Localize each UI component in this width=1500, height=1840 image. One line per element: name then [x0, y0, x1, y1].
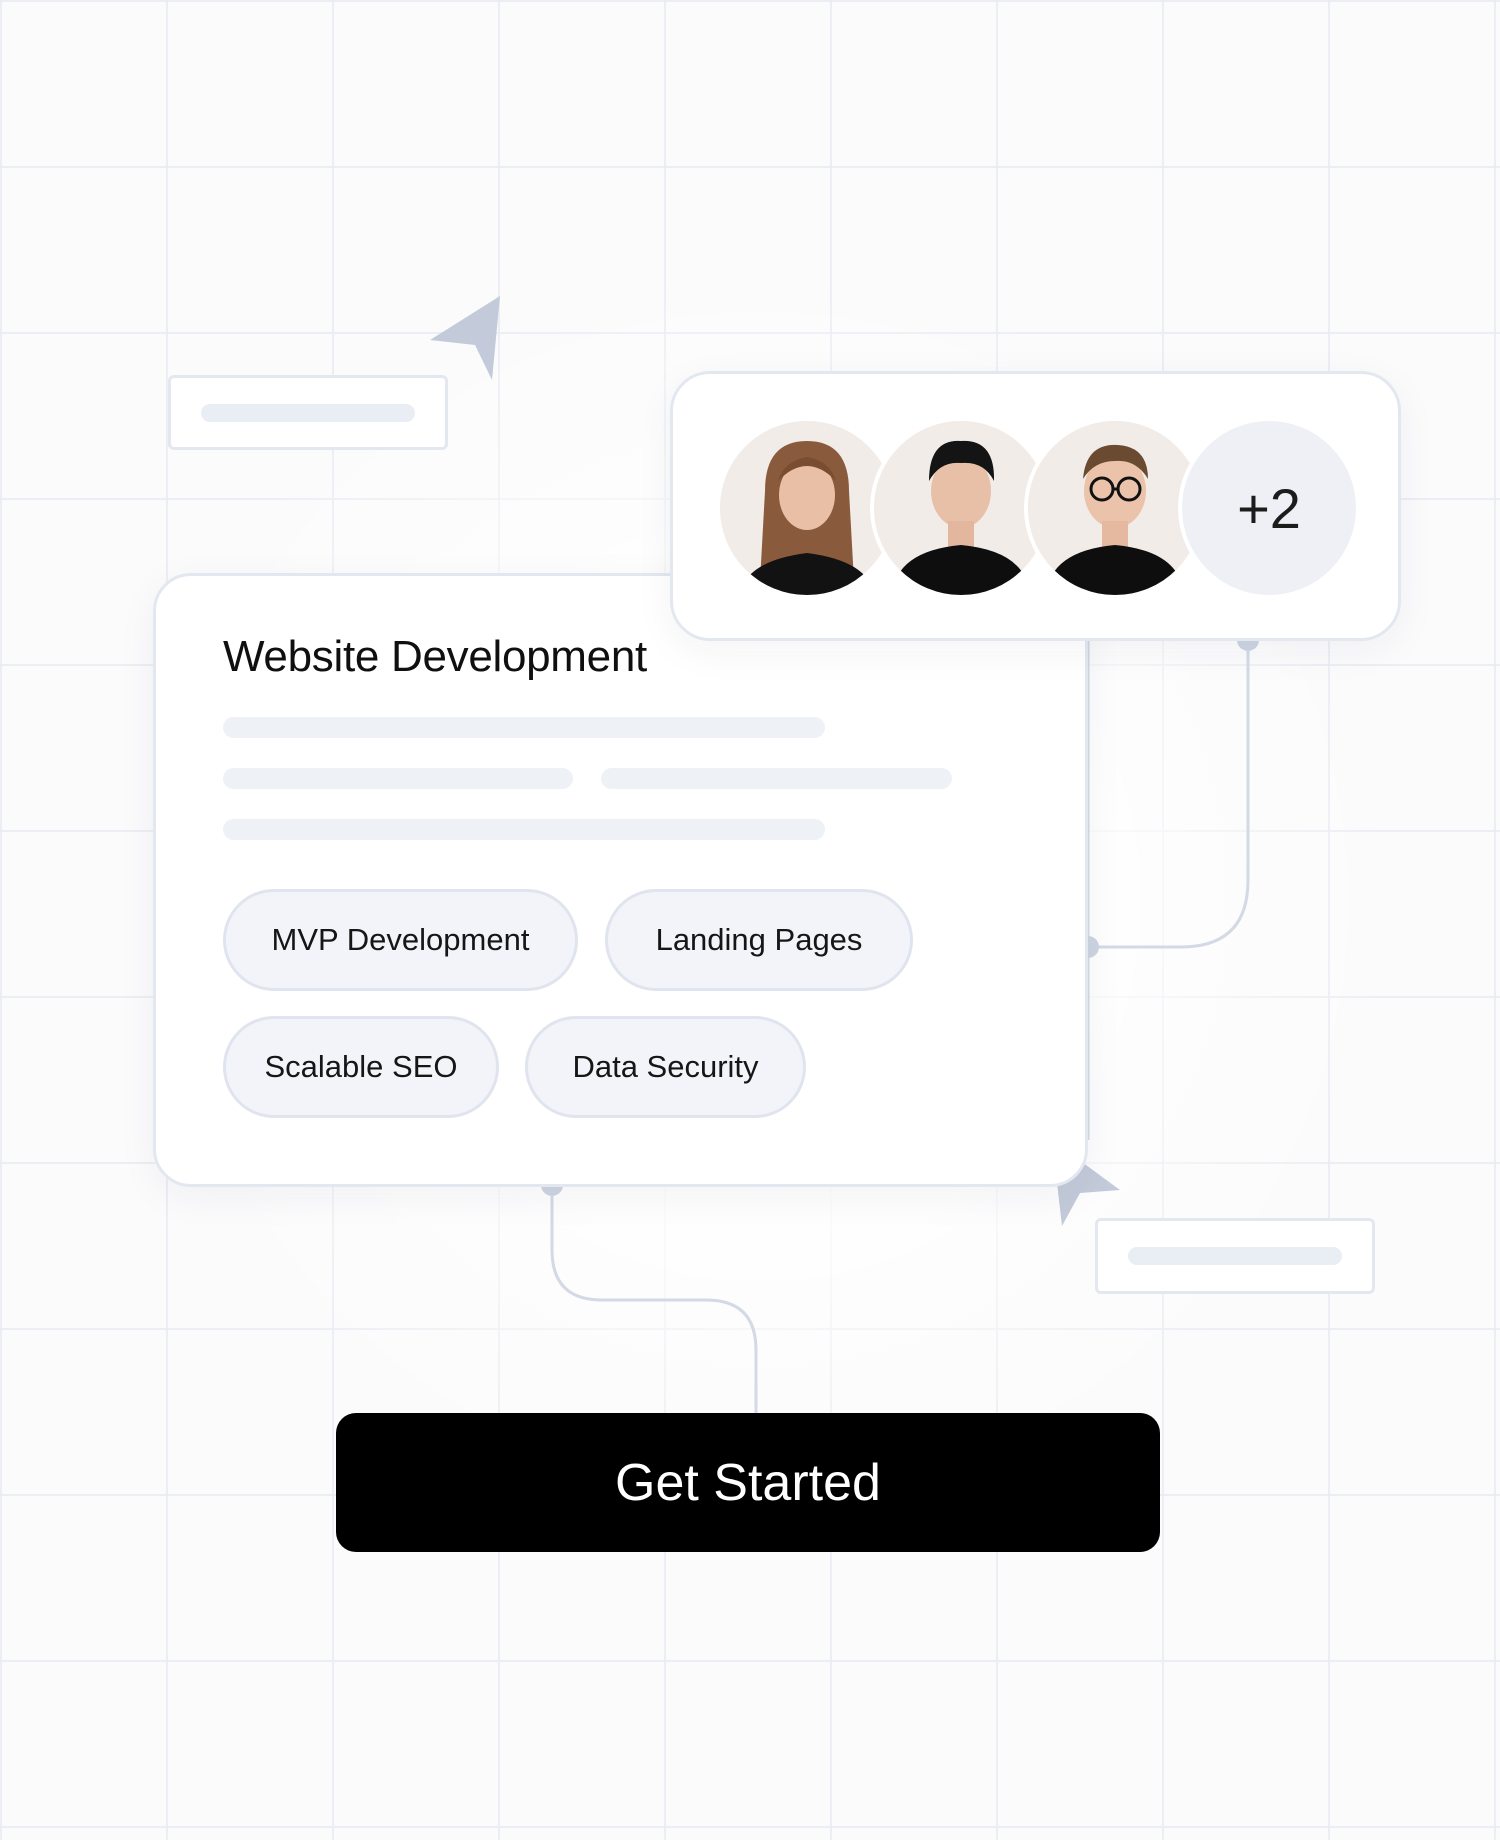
text-skeleton-line: [223, 819, 825, 840]
avatar-woman-long-hair: [720, 421, 894, 595]
tag-scalable-seo[interactable]: Scalable SEO: [223, 1016, 499, 1118]
connector-team-to-card: [1088, 640, 1250, 949]
tag-data-security[interactable]: Data Security: [525, 1016, 806, 1118]
text-skeleton-line: [601, 768, 952, 789]
get-started-button[interactable]: Get Started: [336, 1413, 1160, 1552]
project-card: Website Development MVP Development Land…: [153, 573, 1088, 1187]
avatar-man-glasses: [1028, 421, 1202, 595]
avatar-man-dark-hair: [874, 421, 1048, 595]
team-card: +2: [670, 371, 1401, 641]
tag-landing-pages[interactable]: Landing Pages: [605, 889, 913, 991]
placeholder-bar: [201, 403, 415, 422]
more-members-badge[interactable]: +2: [1182, 421, 1356, 595]
text-skeleton-line: [223, 768, 573, 789]
project-title: Website Development: [223, 632, 647, 681]
placeholder-box-top: [168, 375, 448, 450]
text-skeleton-line: [223, 717, 825, 738]
tag-mvp-development[interactable]: MVP Development: [223, 889, 578, 991]
connector-card-to-button: [550, 1185, 758, 1413]
placeholder-box-bottom: [1095, 1218, 1375, 1294]
placeholder-bar: [1128, 1247, 1342, 1265]
cursor-arrow-icon: [430, 296, 500, 380]
